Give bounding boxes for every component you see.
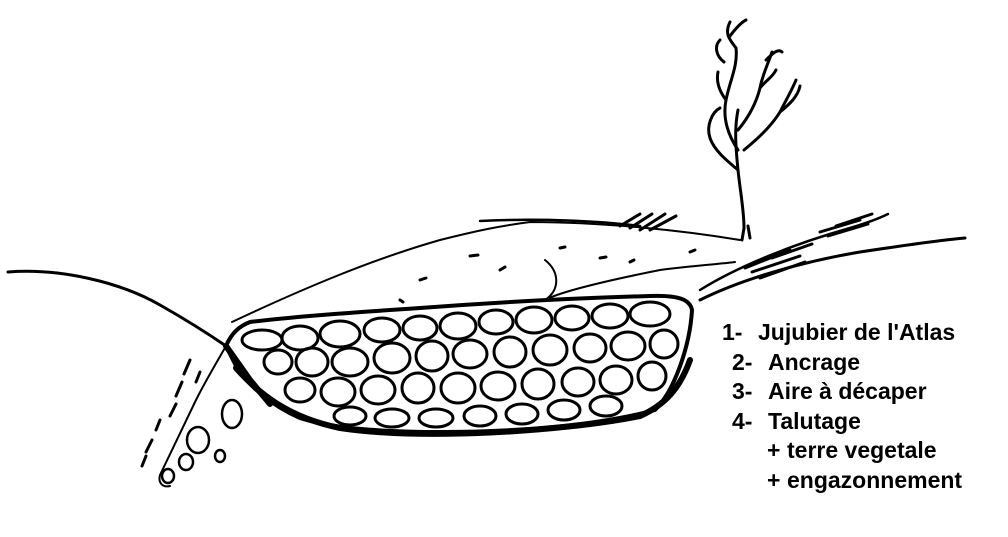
legend-plus: + (767, 436, 787, 466)
decaper-area-outline (545, 260, 735, 300)
ground-line-left (8, 271, 226, 346)
legend-item-ancrage: 2-Ancrage (722, 348, 1006, 378)
anchorage-dark (226, 346, 270, 404)
legend-number: 4- (732, 407, 768, 437)
legend-number: 2- (732, 348, 768, 378)
legend-label: Aire à décaper (768, 378, 927, 404)
legend-label: Talutage (768, 408, 861, 434)
legend-sublabel: terre vegetale (787, 437, 937, 463)
legend-label: Jujubier de l'Atlas (758, 319, 955, 345)
terrace-dots (400, 247, 695, 302)
legend-item-aire: 3-Aire à décaper (722, 377, 1006, 407)
legend-label: Ancrage (768, 349, 860, 375)
legend-sublabel: engazonnement (787, 467, 962, 493)
legend-number: 1- (722, 318, 758, 348)
gabion-base-shadow (236, 360, 690, 434)
slope-hatch (745, 214, 872, 278)
legend-number: 3- (732, 377, 768, 407)
legend-plus: + (767, 466, 787, 496)
legend: 1-Jujubier de l'Atlas 2-Ancrage 3-Aire à… (722, 318, 1006, 495)
jujubier-tree (709, 20, 800, 240)
legend-item-jujubier: 1-Jujubier de l'Atlas (722, 318, 1006, 348)
gabion-stones (242, 302, 678, 427)
legend-subitem-engazonnement: +engazonnement (722, 466, 1006, 496)
legend-item-talutage: 4-Talutage (722, 407, 1006, 437)
anchorage-stones (162, 400, 242, 483)
legend-subitem-terre: +terre vegetale (722, 436, 1006, 466)
